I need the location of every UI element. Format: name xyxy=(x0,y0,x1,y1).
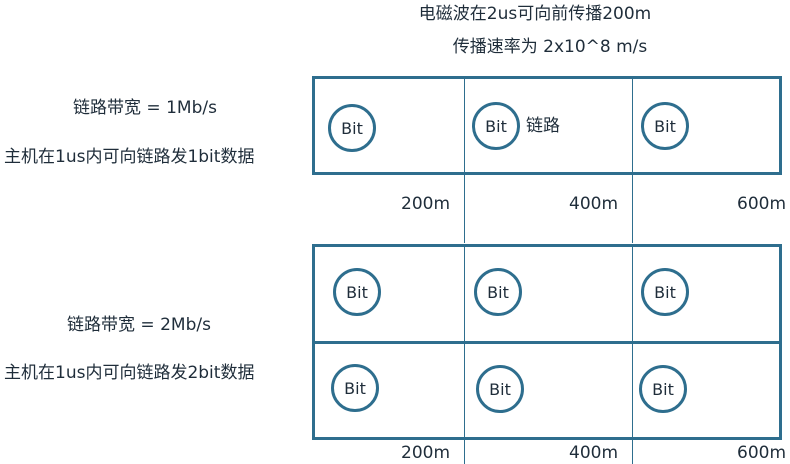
bottom-bit-1-1: Bit xyxy=(333,268,381,316)
bottom-bit-1-2: Bit xyxy=(474,268,522,316)
top-bit-3-label: Bit xyxy=(654,116,676,136)
top-bit-2: Bit xyxy=(472,102,520,150)
bottom-bandwidth-label: 链路带宽 = 2Mb/s xyxy=(67,315,211,335)
bottom-bit-2-3-label: Bit xyxy=(652,379,674,399)
bottom-link-box-1 xyxy=(312,244,782,344)
top-distance-600: 600m xyxy=(737,194,787,214)
bottom-description-label: 主机在1us内可向链路发2bit数据 xyxy=(4,363,255,383)
link-label: 链路 xyxy=(526,116,560,136)
top-divider-2 xyxy=(632,78,633,243)
top-description-label: 主机在1us内可向链路发1bit数据 xyxy=(4,147,255,167)
bottom-bit-1-2-label: Bit xyxy=(487,282,509,302)
header-line-1: 电磁波在2us可向前传播200m xyxy=(418,4,652,24)
bottom-bit-1-3: Bit xyxy=(641,268,689,316)
bottom-distance-400: 400m xyxy=(569,443,619,463)
top-bit-3: Bit xyxy=(641,102,689,150)
bottom-link-box-2 xyxy=(312,341,782,440)
top-bit-2-label: Bit xyxy=(485,116,507,136)
bottom-bit-2-3: Bit xyxy=(639,365,687,413)
top-bandwidth-label: 链路带宽 = 1Mb/s xyxy=(73,98,217,118)
bottom-divider-2 xyxy=(632,246,633,464)
top-link-box xyxy=(312,76,782,175)
bottom-bit-2-2: Bit xyxy=(476,365,524,413)
header-line-2: 传播速率为 2x10^8 m/s xyxy=(452,37,648,57)
top-bit-1-label: Bit xyxy=(341,118,363,138)
bottom-bit-2-1-label: Bit xyxy=(344,378,366,398)
bottom-bit-2-2-label: Bit xyxy=(489,379,511,399)
bottom-divider-1 xyxy=(464,246,465,464)
bottom-distance-600: 600m xyxy=(737,443,787,463)
bottom-bit-1-3-label: Bit xyxy=(654,282,676,302)
bottom-distance-200: 200m xyxy=(401,443,451,463)
top-distance-200: 200m xyxy=(401,194,451,214)
bottom-bit-2-1: Bit xyxy=(331,364,379,412)
top-bit-1: Bit xyxy=(328,104,376,152)
bottom-bit-1-1-label: Bit xyxy=(346,282,368,302)
top-divider-1 xyxy=(464,78,465,243)
top-distance-400: 400m xyxy=(569,194,619,214)
